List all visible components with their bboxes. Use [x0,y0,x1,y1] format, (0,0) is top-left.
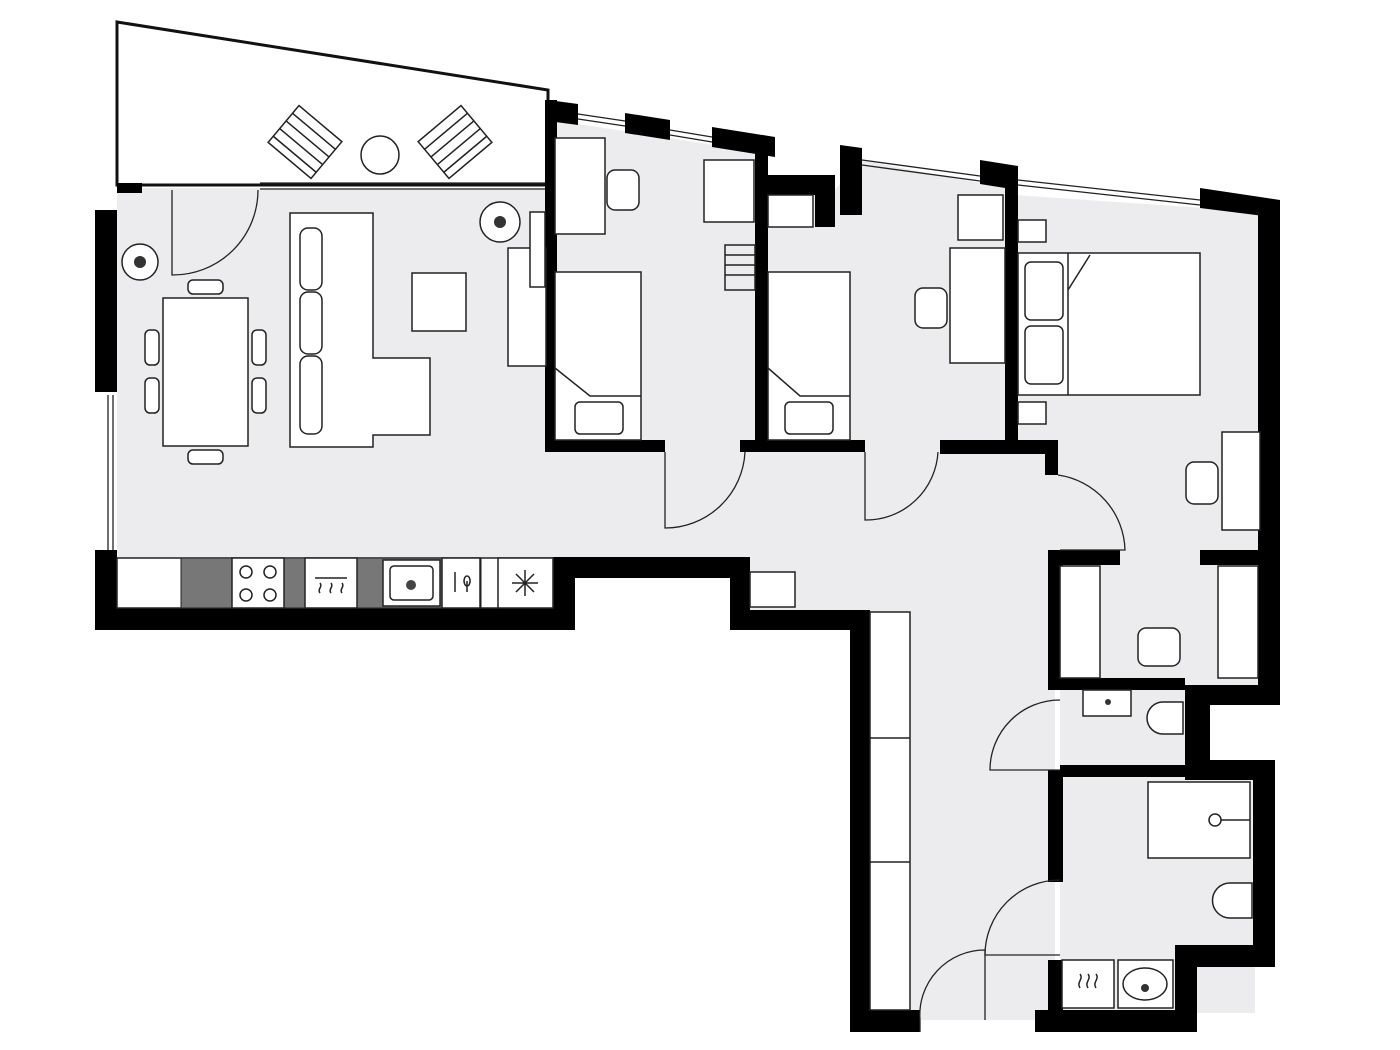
closet-furniture [1059,565,1259,679]
balcony-chair-right [417,104,493,180]
windows [107,113,1201,550]
plant-icon [121,201,521,281]
hallway-wardrobe [749,571,911,1011]
master-bedroom-furniture [1017,219,1261,531]
sofa [289,212,431,448]
wc-toilet-icon [1146,701,1184,735]
tv-unit [507,211,547,367]
heater-icon [1061,959,1115,1009]
bedroom-1-furniture [554,137,756,441]
kitchen-counter [116,557,554,609]
bathroom-fixtures [1061,781,1253,1009]
balcony [115,20,550,187]
balcony-chair-left [267,104,343,180]
stove-icon [231,557,285,609]
coffee-table [411,272,467,332]
bathroom-sink-icon [1117,959,1174,1009]
doors [171,189,1126,1032]
dishwasher-icon [441,557,481,609]
balcony-table [360,135,400,175]
bedroom-2-furniture [767,194,1006,441]
dining-table [144,279,267,465]
walls [95,100,1280,1032]
toilet-icon [1211,882,1253,919]
wc-fixtures [1082,689,1184,735]
